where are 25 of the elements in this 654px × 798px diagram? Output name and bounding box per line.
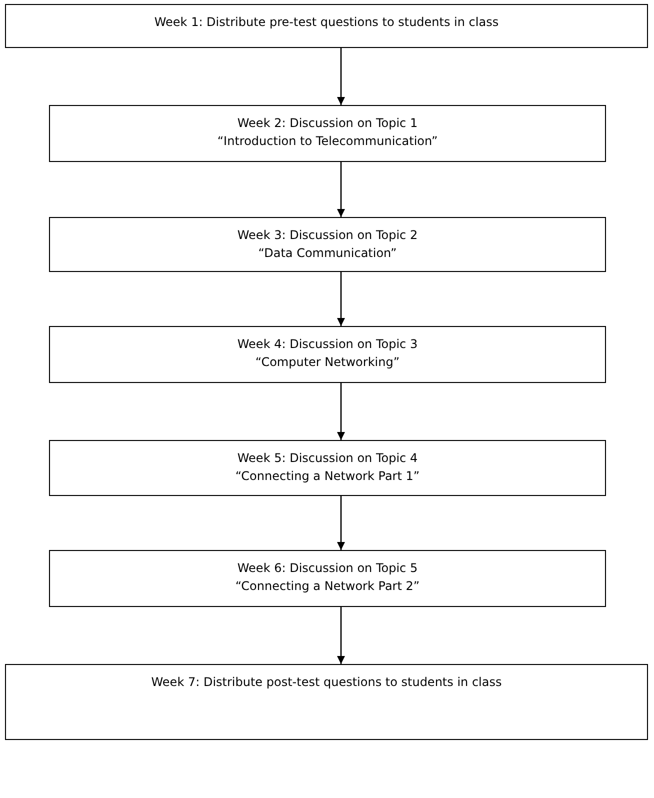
process-box	[49, 440, 606, 496]
process-box	[5, 664, 648, 740]
box-text: Week 1: Distribute pre-test questions to students in class	[154, 14, 499, 31]
box-text: “Computer Networking”	[255, 354, 400, 371]
box-text: Week 5: Discussion on Topic 4	[237, 450, 418, 467]
process-box	[49, 217, 606, 272]
arrow	[337, 48, 345, 105]
box-text: Week 3: Discussion on Topic 2	[237, 227, 418, 244]
arrow	[337, 383, 345, 440]
arrow	[337, 162, 345, 217]
arrow	[337, 272, 345, 326]
box-text: “Introduction to Telecommunication”	[217, 133, 438, 150]
box-text: “Data Communication”	[258, 245, 397, 262]
box-text: Week 6: Discussion on Topic 5	[237, 560, 418, 577]
box-text: Week 7: Distribute post-test questions to students in class	[151, 674, 502, 691]
arrow	[337, 496, 345, 550]
process-box	[49, 550, 606, 607]
process-box	[5, 4, 648, 48]
box-text: Week 4: Discussion on Topic 3	[237, 336, 418, 353]
box-text: “Connecting a Network Part 2”	[235, 578, 420, 595]
arrow	[337, 607, 345, 664]
box-text: Week 2: Discussion on Topic 1	[237, 115, 418, 132]
process-box	[49, 326, 606, 383]
box-text: “Connecting a Network Part 1”	[235, 468, 420, 485]
process-box	[49, 105, 606, 162]
